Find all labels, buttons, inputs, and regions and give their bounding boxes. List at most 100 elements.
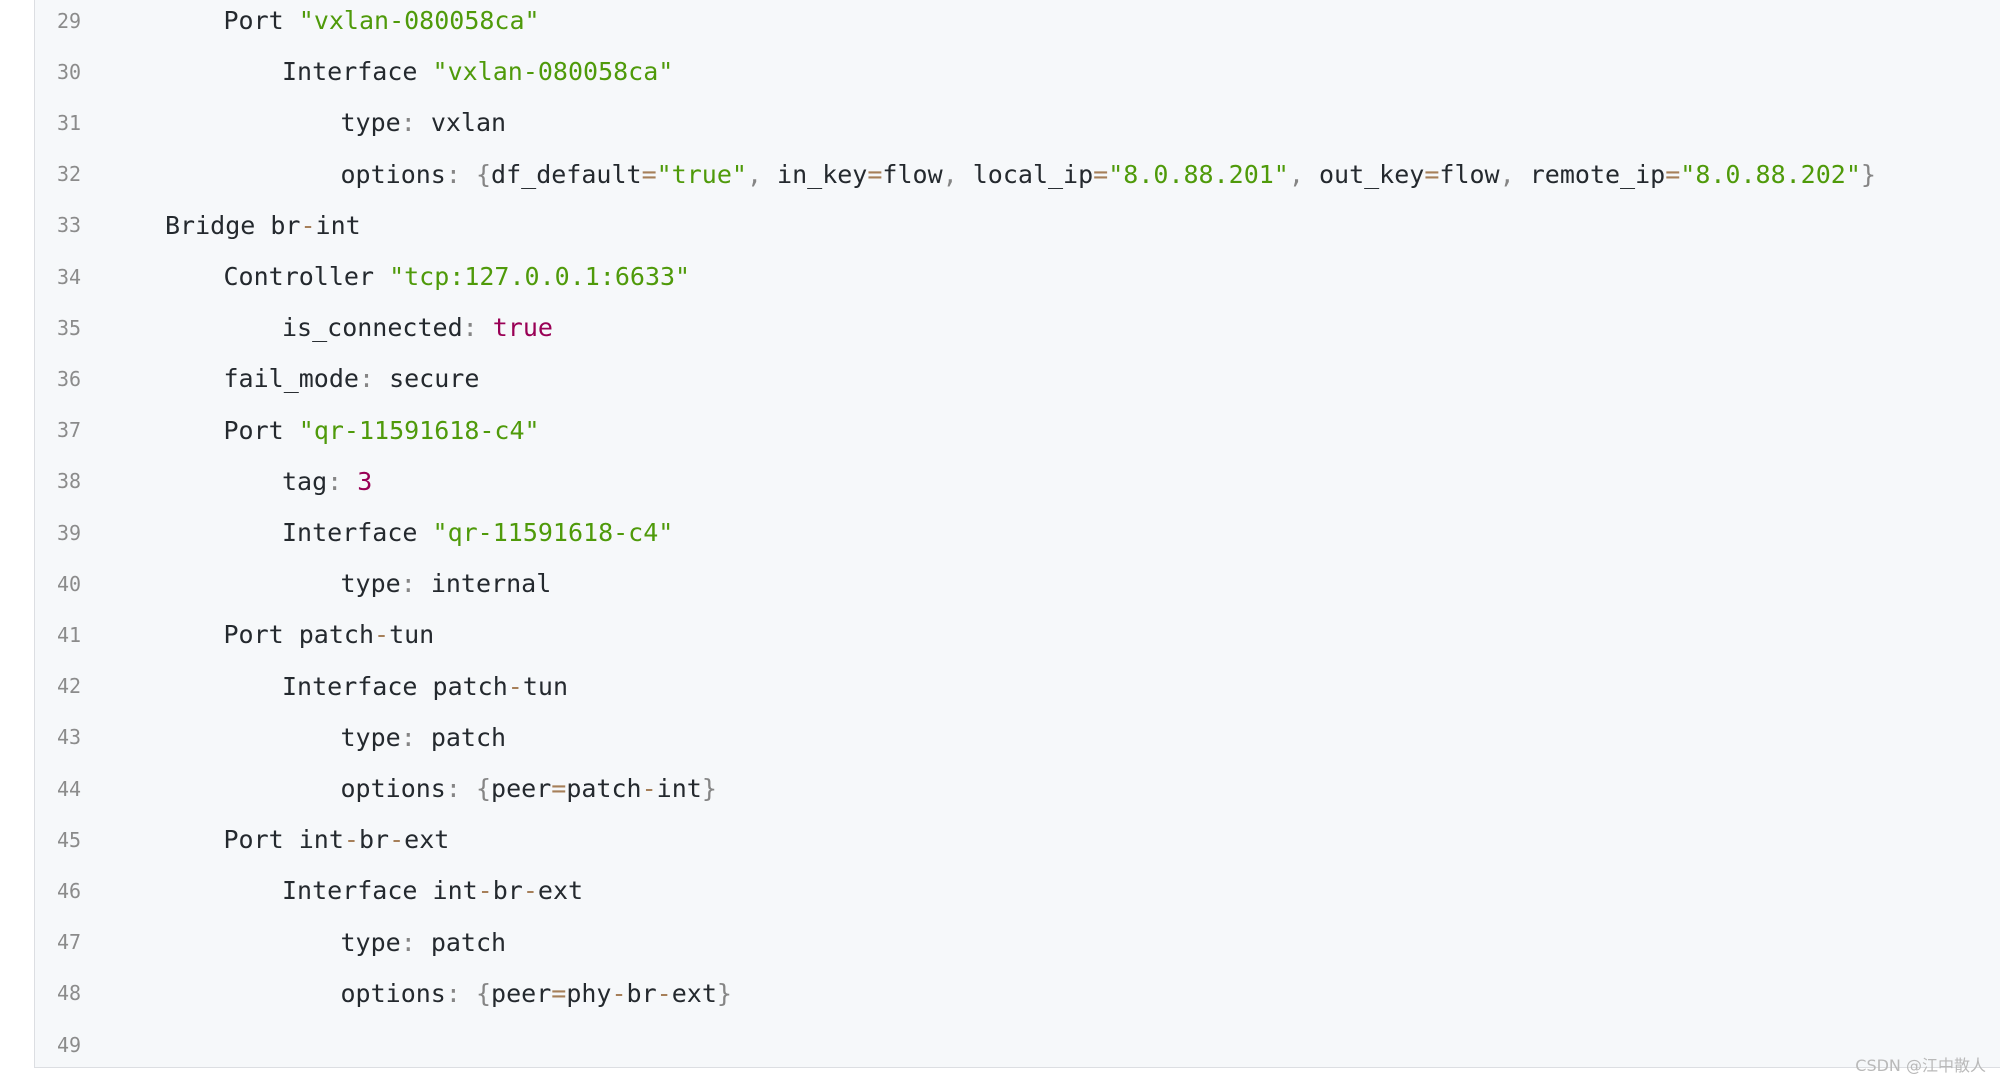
code-text: type: vxlan xyxy=(341,108,507,137)
code-text: options: {df_default="true", in_key=flow… xyxy=(341,160,1876,189)
code-token: patch xyxy=(415,722,507,752)
code-token: Interface xyxy=(282,518,433,547)
code-token: patch xyxy=(566,774,642,803)
code-token: : xyxy=(445,978,461,1008)
code-token: "vxlan-080058ca" xyxy=(298,6,540,35)
code-token: br xyxy=(358,825,390,855)
line-number: 45 xyxy=(57,827,82,852)
code-token: : xyxy=(400,108,416,138)
code-token: flow xyxy=(882,159,943,189)
code-token: = xyxy=(1093,159,1109,189)
line-number: 49 xyxy=(57,1032,82,1057)
code-text: is_connected: true xyxy=(282,313,553,342)
code-token: "8.0.88.202" xyxy=(1680,159,1861,189)
code-token: } xyxy=(701,774,717,803)
code-token xyxy=(461,160,476,189)
code-text: Interface int-br-ext xyxy=(282,876,583,905)
code-token: type xyxy=(340,722,401,752)
code-token: patch xyxy=(415,927,507,957)
line-number: 29 xyxy=(57,8,82,33)
code-token: "vxlan-080058ca" xyxy=(432,57,674,87)
code-token: "qr-11591618-c4" xyxy=(432,518,674,547)
code-token: , xyxy=(942,159,958,189)
line-number: 33 xyxy=(57,213,82,238)
code-token: tun xyxy=(389,620,435,650)
code-token: Controller xyxy=(223,262,390,291)
code-token: } xyxy=(716,978,732,1008)
code-line: 29 Port "vxlan-080058ca" xyxy=(35,0,2000,46)
line-number: 48 xyxy=(57,981,82,1006)
code-line: 46 Interface int-br-ext xyxy=(35,865,2000,916)
code-token: - xyxy=(343,825,359,855)
code-text: Interface patch-tun xyxy=(282,672,568,701)
code-token: : xyxy=(445,159,461,189)
code-token: int xyxy=(315,210,361,240)
code-token: ext xyxy=(404,825,450,855)
code-text: type: patch xyxy=(341,723,507,752)
line-number: 36 xyxy=(57,366,82,391)
code-token: type xyxy=(340,927,401,957)
line-number: 44 xyxy=(57,776,82,801)
code-token: - xyxy=(656,978,672,1008)
code-token: flow xyxy=(1439,159,1500,189)
code-token: - xyxy=(611,978,627,1008)
watermark: CSDN @江中散人 xyxy=(1855,1056,1986,1075)
code-token: options xyxy=(340,159,446,189)
code-token: , xyxy=(746,159,762,189)
code-token: tun xyxy=(522,671,568,701)
code-token: internal xyxy=(415,569,552,599)
code-token: "tcp:127.0.0.1:6633" xyxy=(389,262,691,291)
code-token: br xyxy=(626,978,657,1008)
code-token: : xyxy=(462,313,478,343)
code-token: : xyxy=(400,722,416,752)
code-text: Port "vxlan-080058ca" xyxy=(224,6,540,35)
code-token: br xyxy=(492,876,523,906)
line-number: 31 xyxy=(57,110,82,135)
code-text: type: internal xyxy=(341,569,552,598)
code-token: : xyxy=(358,364,375,394)
code-token: = xyxy=(551,774,567,803)
code-token: : xyxy=(327,466,343,496)
code-text: Interface "vxlan-080058ca" xyxy=(282,57,673,86)
code-token xyxy=(461,979,476,1008)
line-number: 46 xyxy=(57,878,82,903)
code-token: remote_ip xyxy=(1514,159,1666,189)
code-token: options xyxy=(340,978,446,1008)
code-token: Port int xyxy=(223,825,344,855)
code-token: peer xyxy=(491,978,552,1008)
code-token: = xyxy=(641,159,657,189)
code-text: tag: 3 xyxy=(282,467,372,496)
code-token: secure xyxy=(374,364,480,394)
code-token: is_connected xyxy=(282,313,463,343)
code-text: type: patch xyxy=(341,928,507,957)
code-token: , xyxy=(1288,159,1304,189)
code-token xyxy=(342,467,357,496)
code-token: : xyxy=(400,569,416,599)
code-token: vxlan xyxy=(415,108,507,138)
code-text: Controller "tcp:127.0.0.1:6633" xyxy=(224,262,691,291)
code-token: Bridge br xyxy=(165,210,301,240)
code-text: Interface "qr-11591618-c4" xyxy=(282,518,673,547)
code-token: local_ip xyxy=(957,159,1094,189)
code-token: "true" xyxy=(656,159,747,189)
code-token: { xyxy=(475,774,492,803)
code-token: = xyxy=(551,978,567,1008)
code-token: true xyxy=(492,313,553,343)
code-token: - xyxy=(389,825,405,855)
code-token: Port patch xyxy=(223,620,375,650)
line-number: 43 xyxy=(57,725,82,750)
line-number: 32 xyxy=(57,162,82,187)
code-line: 49 xyxy=(35,1019,2000,1067)
